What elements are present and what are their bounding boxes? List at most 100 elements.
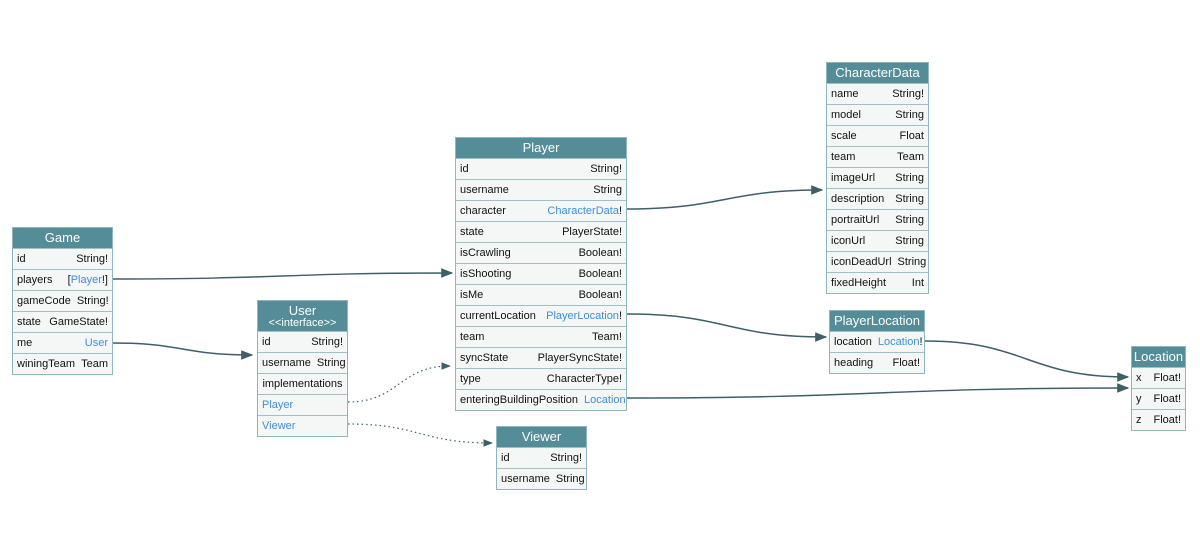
field-type: String!	[77, 295, 109, 307]
type-suffix: Boolean!	[578, 289, 622, 301]
type-header[interactable]: PlayerLocation	[830, 311, 924, 331]
edge-player-enteringbuildingposition-to-location[interactable]	[626, 383, 1130, 399]
field-name: currentLocation	[460, 310, 536, 322]
field-name: isCrawling	[460, 247, 511, 259]
field-row[interactable]: Viewer	[258, 415, 347, 436]
field-row[interactable]: players[Player!]	[13, 269, 112, 290]
type-name: Viewer	[521, 429, 562, 444]
type-name: Game	[44, 230, 81, 245]
field-name: heading	[834, 357, 874, 369]
type-link[interactable]: Location	[584, 394, 626, 406]
field-row[interactable]: location Location!	[830, 331, 924, 352]
field-row[interactable]: enteringBuildingPosition Location	[456, 389, 626, 410]
field-name: username	[501, 473, 550, 485]
edge-player-character-to-characterdata[interactable]	[626, 185, 824, 210]
type-link[interactable]: PlayerLocation	[546, 310, 619, 322]
type-suffix: String!	[311, 336, 343, 348]
field-name: location	[834, 336, 872, 348]
type-link[interactable]: CharacterData	[547, 205, 619, 217]
edge-playerlocation-location-to-location[interactable]	[924, 340, 1130, 382]
field-name: y	[1136, 393, 1142, 405]
field-type: PlayerSyncState!	[538, 352, 622, 364]
type-header[interactable]: User<<interface>>	[258, 301, 347, 331]
field-type: PlayerLocation!	[546, 310, 622, 322]
field-type: [Player!]	[68, 274, 108, 286]
edge-user-viewer-to-viewer[interactable]	[347, 423, 493, 447]
type-link[interactable]: Player	[70, 274, 102, 286]
type-link[interactable]: Location	[877, 336, 920, 348]
type-suffix: Float!	[1153, 372, 1181, 384]
type-header[interactable]: Player	[456, 138, 626, 158]
type-suffix: !	[919, 336, 923, 348]
field-name: state	[17, 316, 41, 328]
field-row[interactable]: currentLocation PlayerLocation!	[456, 305, 626, 326]
type-header[interactable]: Viewer	[497, 427, 586, 447]
type-name: Location	[1133, 349, 1184, 364]
field-name: username	[460, 184, 509, 196]
type-suffix: String	[555, 473, 585, 485]
field-type: Float!	[1153, 372, 1181, 384]
type-suffix: String!	[892, 88, 924, 100]
field-type: Location!	[878, 336, 923, 348]
edge-game-players-to-player[interactable]	[112, 268, 454, 280]
field-name-link[interactable]: Viewer	[262, 420, 296, 432]
field-name: isShooting	[460, 268, 512, 280]
edge-player-currentlocation-to-playerlocation[interactable]	[626, 313, 828, 342]
field-name: enteringBuildingPosition	[460, 394, 579, 406]
type-header[interactable]: Location	[1132, 347, 1185, 367]
field-row[interactable]: Player	[258, 394, 347, 415]
type-header[interactable]: Game	[13, 228, 112, 248]
field-name: imageUrl	[831, 172, 876, 184]
type-suffix: Float!	[1153, 414, 1181, 426]
field-name-link[interactable]: Player	[262, 399, 294, 411]
type-name: PlayerLocation	[834, 313, 920, 328]
field-type: Boolean!	[579, 289, 622, 301]
edge-game-me-to-user[interactable]	[112, 342, 254, 360]
type-header[interactable]: CharacterData	[827, 63, 928, 83]
type-link[interactable]: User	[84, 337, 108, 349]
type-suffix: String	[895, 235, 924, 247]
field-row[interactable]: implementations	[258, 373, 347, 394]
field-row[interactable]: username String	[497, 468, 586, 489]
edge-user-player-to-player[interactable]	[347, 362, 451, 403]
